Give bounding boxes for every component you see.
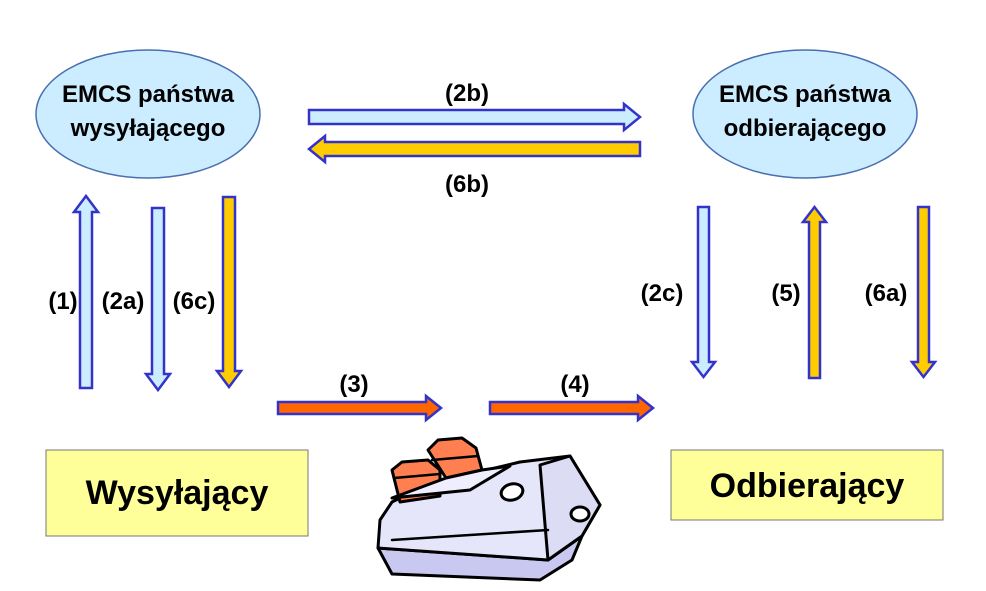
emcs-sender-line1: EMCS państwa	[62, 81, 235, 108]
emcs-sender-ellipse	[35, 49, 261, 179]
sender-box	[45, 449, 309, 537]
emcs-receiver-line2: odbierającego	[724, 115, 887, 142]
arrow-2c	[689, 205, 718, 380]
sender-label: Wysyłający	[86, 474, 269, 512]
edge-label-2c: (2c)	[641, 280, 684, 307]
edge-label-2b: (2b)	[445, 80, 489, 107]
edge-label-2a: (2a)	[102, 288, 145, 315]
arrow-2b	[307, 101, 642, 133]
receiver-box	[670, 449, 944, 521]
emcs-sender-node: EMCS państwa wysyłającego	[35, 49, 261, 179]
arrow-5	[800, 204, 829, 380]
arrow-3	[276, 393, 444, 423]
edge-label-4: (4)	[560, 371, 589, 398]
emcs-receiver-node: EMCS państwa odbierającego	[692, 49, 918, 179]
arrow-1	[71, 193, 101, 390]
arrow-6c	[214, 195, 244, 390]
edge-label-6c: (6c)	[173, 288, 216, 315]
sender-node: Wysyłający	[45, 449, 309, 537]
arrow-4	[488, 393, 656, 423]
ship-icon	[376, 436, 602, 582]
emcs-receiver-line1: EMCS państwa	[719, 81, 892, 108]
emcs-sender-line2: wysyłającego	[70, 115, 226, 142]
edge-label-3: (3)	[339, 371, 368, 398]
arrow-2a	[143, 206, 173, 393]
edge-label-6a: (6a)	[865, 280, 908, 307]
receiver-node: Odbierający	[670, 449, 944, 521]
arrow-6b	[307, 133, 642, 165]
edge-label-1: (1)	[48, 288, 77, 315]
edge-label-6b: (6b)	[445, 171, 489, 198]
receiver-label: Odbierający	[710, 467, 905, 505]
arrow-6a	[909, 205, 938, 380]
edge-label-5: (5)	[771, 280, 800, 307]
emcs-receiver-ellipse	[692, 49, 918, 179]
